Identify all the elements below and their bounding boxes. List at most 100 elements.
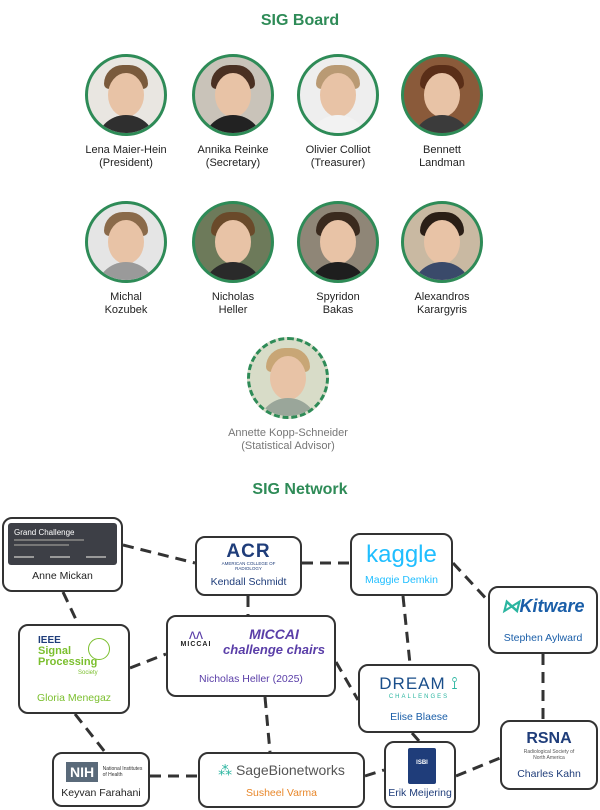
board-member-card: Bennett Landman: [377, 54, 507, 170]
node-person: Erik Meijering: [388, 787, 452, 799]
avatar: [297, 54, 379, 136]
link-ieee-nih: [73, 713, 107, 753]
node-person: Keyvan Farahani: [61, 787, 141, 799]
board-member-card: Annika Reinke (Secretary): [168, 54, 298, 170]
nih-logo: NIH National Institutes of Health: [66, 762, 143, 784]
link-grandchallenge-acr: [122, 543, 196, 565]
grand-challenge-logo: Grand Challenge: [8, 523, 117, 565]
network-node-nih[interactable]: NIH National Institutes of Health Keyvan…: [52, 752, 150, 807]
member-role: Bakas: [322, 304, 354, 316]
node-person: Kendall Schmidt: [210, 576, 287, 588]
member-role: (Treasurer): [310, 157, 366, 169]
avatar: [401, 201, 483, 283]
network-node-acr[interactable]: ACR AMERICAN COLLEGE OF RADIOLOGY Kendal…: [195, 536, 302, 596]
miccai-title: MICCAI challenge chairs: [218, 626, 330, 658]
link-kaggle-dream: [401, 595, 412, 665]
network-node-rsna[interactable]: RSNA Radiological Society of North Ameri…: [500, 720, 598, 790]
board-member-card: Lena Maier-Hein (President): [61, 54, 191, 170]
network-node-ieee-sps[interactable]: IEEE Signal Processing Society Gloria Me…: [18, 624, 130, 714]
link-kaggle-kitware: [451, 561, 494, 607]
member-role: Karargyris: [416, 304, 468, 316]
avatar: [192, 54, 274, 136]
isbi-logo: ISBI: [408, 748, 436, 784]
link-dream-isbi: [410, 732, 421, 742]
ieee-logo-line: IEEE: [38, 635, 61, 646]
miccai-logo-text: MICCAI: [180, 641, 212, 648]
ieee-logo-line: Signal: [38, 645, 72, 657]
network-title: SIG Network: [252, 481, 348, 498]
kitware-k-icon: ⋈: [501, 596, 520, 616]
sage-logo-text: SageBionetworks: [235, 762, 345, 778]
member-name: Alexandros: [414, 291, 470, 303]
ieee-logo-line: Society: [78, 670, 98, 676]
link-miccai-dream: [334, 661, 360, 701]
ieee-globe-icon: [88, 638, 110, 660]
network-node-miccai[interactable]: ᴧᴧ MICCAI MICCAI challenge chairs Nichol…: [166, 615, 336, 697]
network-node-dream[interactable]: DREAM ⟟ CHALLENGES Elise Blaese: [358, 664, 480, 733]
dream-logo: DREAM ⟟: [360, 674, 478, 694]
board-member-card: Spyridon Bakas: [273, 201, 403, 317]
rsna-logo-subtitle: Radiological Society of North America: [523, 749, 575, 761]
miccai-title-line: challenge chairs: [223, 642, 325, 657]
miccai-wave-icon: ᴧᴧ: [189, 626, 203, 642]
advisor-role: (Statistical Advisor): [241, 440, 335, 452]
member-name: Bennett: [423, 144, 461, 156]
member-name: Nicholas: [211, 291, 255, 303]
node-person: Charles Kahn: [517, 768, 581, 780]
member-name: Annika Reinke: [197, 144, 269, 156]
kaggle-logo: kaggle: [366, 541, 437, 568]
member-role: (President): [99, 157, 153, 169]
link-miccai-sage: [263, 696, 272, 753]
avatar: [85, 201, 167, 283]
link-isbi-rsna: [455, 756, 501, 778]
sage-logo: ⁂ SageBionetworks: [200, 762, 363, 779]
member-role: Kozubek: [104, 304, 148, 316]
board-member-card: Alexandros Karargyris: [377, 201, 507, 317]
node-person: Anne Mickan: [32, 570, 93, 582]
ieee-sps-logo: IEEE Signal Processing Society: [38, 635, 98, 679]
network-node-isbi[interactable]: ISBI Erik Meijering: [384, 741, 456, 808]
avatar: [401, 54, 483, 136]
node-person: Stephen Aylward: [503, 632, 583, 644]
dream-logo-text: DREAM: [379, 674, 446, 693]
member-role: Heller: [218, 304, 248, 316]
node-person: Gloria Menegaz: [36, 692, 112, 704]
rsna-logo: RSNA: [526, 730, 572, 747]
link-sage-isbi: [364, 768, 385, 778]
kitware-logo: ⋈Kitware: [490, 596, 596, 617]
board-member-card: Nicholas Heller: [168, 201, 298, 317]
isbi-logo-text: ISBI: [416, 760, 428, 766]
network-node-kaggle[interactable]: kaggle Maggie Demkin: [350, 533, 453, 596]
link-grandchallenge-ieee: [61, 591, 82, 629]
member-name: Lena Maier-Hein: [85, 144, 167, 156]
node-person: Maggie Demkin: [365, 574, 438, 586]
kitware-logo-text: Kitware: [519, 596, 585, 616]
board-member-card: Olivier Colliot (Treasurer): [273, 54, 403, 170]
acr-logo-subtitle: AMERICAN COLLEGE OF RADIOLOGY: [221, 561, 276, 571]
advisor-card: Annette Kopp-Schneider (Statistical Advi…: [198, 337, 378, 453]
member-name: Michal: [110, 291, 142, 303]
grand-challenge-logo-text: Grand Challenge: [14, 528, 75, 537]
advisor-name: Annette Kopp-Schneider: [228, 427, 348, 439]
member-role: Landman: [419, 157, 465, 169]
node-person: Elise Blaese: [390, 711, 448, 723]
dream-logo-subtitle: CHALLENGES: [388, 694, 450, 700]
network-node-kitware[interactable]: ⋈Kitware Stephen Aylward: [488, 586, 598, 654]
network-node-sage[interactable]: ⁂ SageBionetworks Susheel Varma: [198, 752, 365, 808]
dream-helix-icon: ⟟: [445, 674, 459, 693]
nih-logo-subtitle: National Institutes of Health: [102, 766, 143, 778]
member-name: Olivier Colliot: [305, 144, 371, 156]
miccai-logo: ᴧᴧ MICCAI: [178, 627, 214, 648]
network-node-grand-challenge[interactable]: Grand Challenge Anne Mickan: [2, 517, 123, 592]
board-title: SIG Board: [260, 12, 340, 29]
miccai-title-line: MICCAI: [249, 626, 299, 642]
sage-dots-icon: ⁂: [218, 762, 233, 778]
member-role: (Secretary): [205, 157, 261, 169]
nih-logo-text: NIH: [66, 762, 99, 782]
link-ieee-miccai: [129, 652, 167, 670]
acr-logo: ACR: [226, 541, 271, 562]
member-name: Spyridon: [316, 291, 360, 303]
avatar: [247, 337, 329, 419]
avatar: [297, 201, 379, 283]
